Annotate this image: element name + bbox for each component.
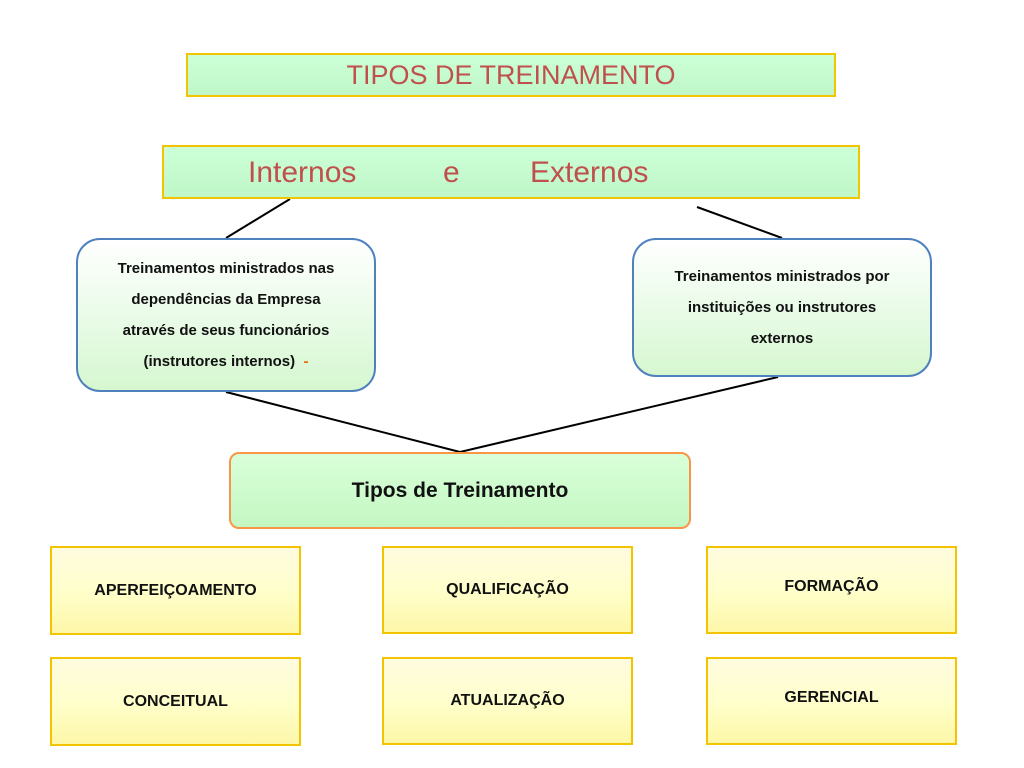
- externos-line-2: instituições ou instrutores: [687, 299, 877, 316]
- connector-externos-to-tipos: [459, 376, 779, 453]
- type-aperfeicoamento-label: APERFEIÇOAMENTO: [94, 581, 257, 599]
- connector-externos: [696, 206, 783, 239]
- externos-line-1: Treinamentos ministrados por: [674, 268, 890, 285]
- externos-description-box: Treinamentos ministrados por instituiçõe…: [632, 238, 932, 377]
- type-qualificacao-box: QUALIFICAÇÃO: [382, 546, 633, 634]
- type-gerencial-box: GERENCIAL: [706, 657, 957, 745]
- internos-line-4: (instrutores internos) -: [118, 346, 335, 377]
- internos-line-4-text: (instrutores internos): [143, 353, 296, 370]
- e-label: e: [443, 156, 460, 189]
- type-conceitual-label: CONCEITUAL: [123, 692, 228, 710]
- type-gerencial-label: GERENCIAL: [784, 689, 879, 706]
- connector-internos-to-tipos: [225, 391, 461, 453]
- type-qualificacao-label: QUALIFICAÇÃO: [446, 581, 569, 598]
- tipos-de-treinamento-label: Tipos de Treinamento: [351, 478, 569, 502]
- internos-line-2: dependências da Empresa: [131, 291, 321, 308]
- type-formacao-box: FORMAÇÃO: [706, 546, 957, 634]
- internos-label: Internos: [248, 156, 357, 189]
- connector-internos: [225, 198, 291, 239]
- type-aperfeicoamento-box: APERFEIÇOAMENTO: [50, 546, 301, 635]
- internos-dash: -: [303, 353, 309, 370]
- internos-description-box: Treinamentos ministrados nas dependência…: [76, 238, 376, 392]
- type-formacao-label: FORMAÇÃO: [784, 578, 879, 595]
- page-title: TIPOS DE TREINAMENTO: [346, 59, 676, 90]
- internos-line-1: Treinamentos ministrados nas: [117, 260, 335, 277]
- type-conceitual-box: CONCEITUAL: [50, 657, 301, 746]
- externos-label: Externos: [530, 156, 649, 189]
- tipos-de-treinamento-box: Tipos de Treinamento: [229, 452, 691, 529]
- title-box: TIPOS DE TREINAMENTO: [186, 53, 836, 97]
- type-atualizacao-box: ATUALIZAÇÃO: [382, 657, 633, 745]
- internos-externos-box: Internos e Externos: [162, 145, 860, 199]
- externos-line-3: externos: [750, 330, 814, 347]
- type-atualizacao-label: ATUALIZAÇÃO: [450, 692, 565, 709]
- internos-line-3: através de seus funcionários: [122, 322, 330, 339]
